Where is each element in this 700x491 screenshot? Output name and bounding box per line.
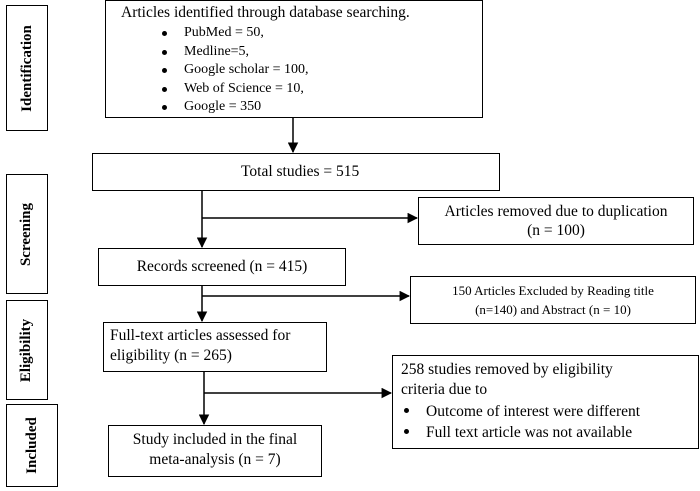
- total-studies-box: Total studies = 515: [92, 153, 500, 191]
- included-line2: meta-analysis (n = 7): [149, 451, 281, 468]
- included-line1: Study included in the final: [132, 431, 298, 448]
- total-studies-text: Total studies = 515: [241, 163, 360, 180]
- stage-screening: Screening: [6, 174, 48, 294]
- source-item: Web of Science = 10,: [162, 80, 309, 99]
- removed-line2: criteria due to: [401, 381, 488, 398]
- identification-heading: Articles identified through database sea…: [121, 4, 410, 21]
- source-list: PubMed = 50, Medline=5, Google scholar =…: [162, 24, 309, 117]
- study-included-box: Study included in the final meta-analysi…: [108, 425, 322, 477]
- source-item: PubMed = 50,: [162, 24, 309, 43]
- duplication-removed-box: Articles removed due to duplication (n =…: [418, 197, 694, 245]
- stage-included: Included: [6, 404, 58, 487]
- removal-reason-list: Outcome of interest were different Full …: [403, 401, 641, 443]
- fulltext-assessed-box: Full-text articles assessed for eligibil…: [103, 322, 327, 372]
- records-screened-box: Records screened (n = 415): [98, 248, 346, 286]
- stage-identification: Identification: [6, 5, 48, 131]
- title-abstract-excluded-box: 150 Articles Excluded by Reading title (…: [410, 276, 696, 324]
- excluded-line2: (n=140) and Abstract (n = 10): [475, 302, 631, 317]
- fulltext-line2: eligibility (n = 265): [110, 347, 232, 364]
- fulltext-line1: Full-text articles assessed for: [110, 327, 291, 344]
- removal-reason-item: Outcome of interest were different: [403, 403, 641, 420]
- identification-box: Articles identified through database sea…: [105, 0, 483, 118]
- source-item: Google = 350: [162, 98, 309, 117]
- duplication-line2: (n = 100): [527, 222, 585, 239]
- excluded-line1: 150 Articles Excluded by Reading title: [452, 283, 654, 298]
- source-item: Medline=5,: [162, 43, 309, 62]
- eligibility-removed-box: 258 studies removed by eligibility crite…: [392, 355, 699, 449]
- removed-line1: 258 studies removed by eligibility: [401, 361, 613, 378]
- source-item: Google scholar = 100,: [162, 61, 309, 80]
- duplication-line1: Articles removed due to duplication: [444, 203, 668, 220]
- removal-reason-item: Full text article was not available: [403, 422, 640, 443]
- records-screened-text: Records screened (n = 415): [136, 258, 308, 275]
- stage-eligibility: Eligibility: [6, 300, 48, 400]
